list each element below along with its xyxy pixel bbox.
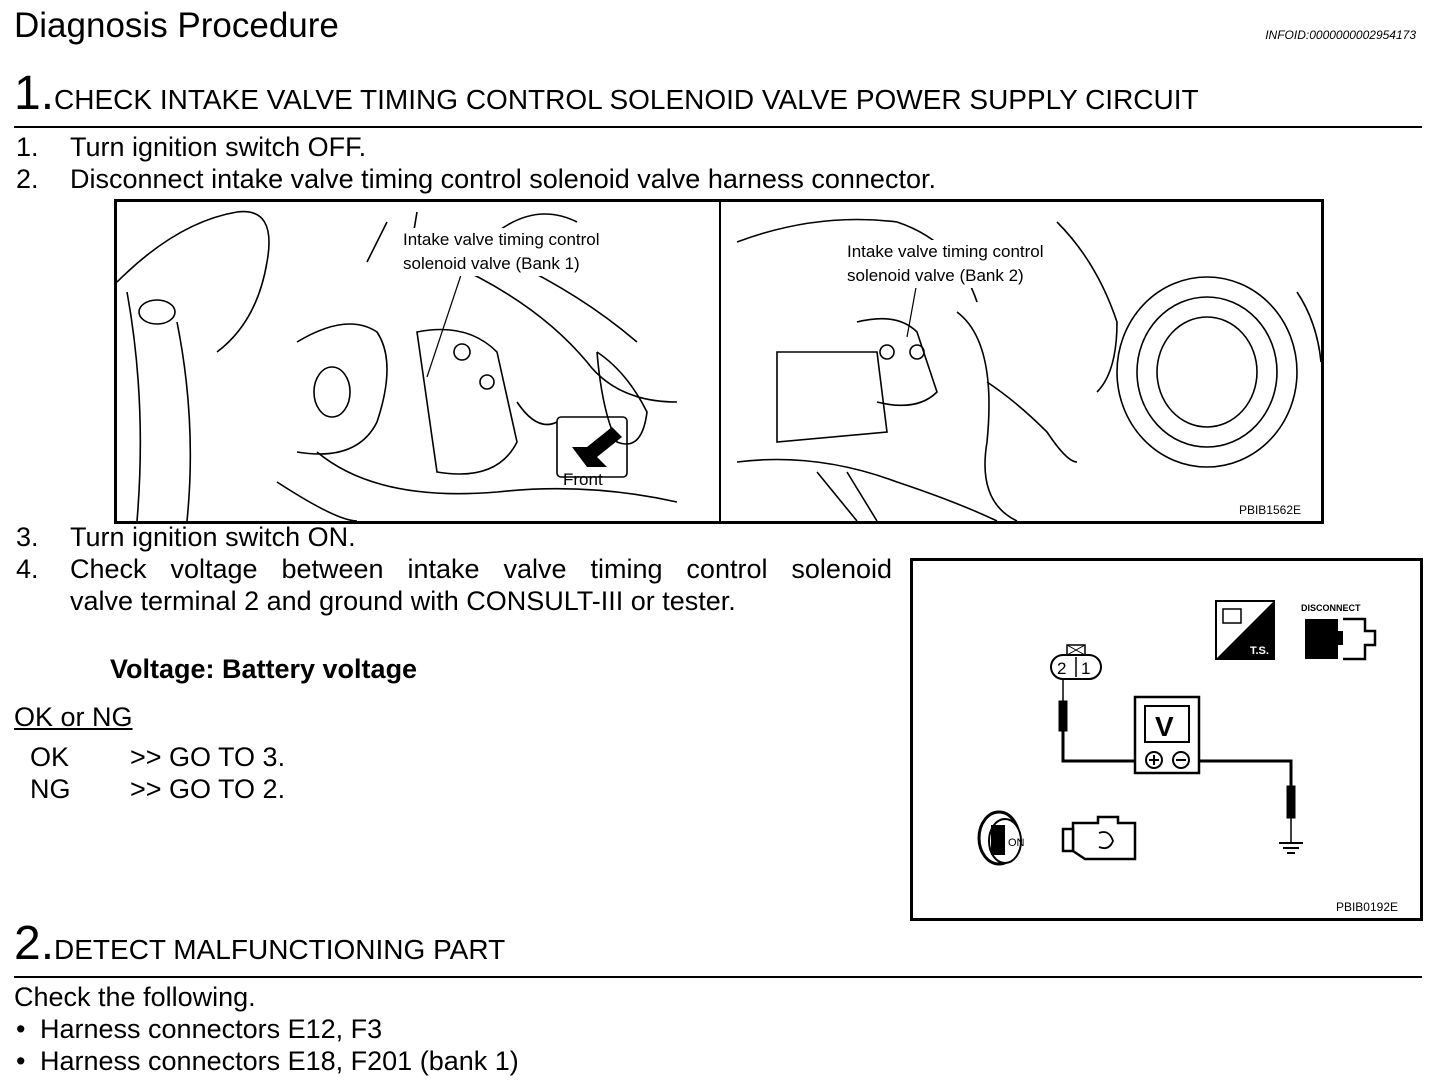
- item-4-text-line1: Check voltage between intake valve timin…: [70, 554, 892, 584]
- callout-bank1: Intake valve timing control solenoid val…: [401, 228, 602, 276]
- callout-bank2-line2: solenoid valve (Bank 2): [847, 266, 1024, 285]
- on-label: ON: [1008, 837, 1025, 849]
- divider: [14, 976, 1422, 978]
- disconnect-label: DISCONNECT: [1301, 603, 1361, 613]
- ng-label: NG: [30, 774, 71, 804]
- step-2-title: DETECT MALFUNCTIONING PART: [54, 934, 506, 965]
- disconnect-icon: DISCONNECT: [1301, 603, 1377, 661]
- ground-icon: [1279, 842, 1303, 854]
- step-1-heading: 1.CHECK INTAKE VALVE TIMING CONTROL SOLE…: [14, 66, 1199, 121]
- probe-wire: [1058, 679, 1296, 843]
- bullet-marker: •: [16, 1046, 26, 1076]
- engine-bay-figure: Intake valve timing control solenoid val…: [114, 199, 1324, 524]
- ts-label: T.S.: [1250, 645, 1269, 657]
- callout-bank1-line1: Intake valve timing control: [403, 230, 600, 249]
- step-1-number: 1.: [14, 67, 55, 120]
- bullet-item-2: Harness connectors E18, F201 (bank 1): [40, 1046, 519, 1076]
- engine-bay-illustration: [117, 202, 1321, 521]
- item-4-text-line2: valve terminal 2 and ground with CONSULT…: [70, 586, 736, 616]
- step-1-title: CHECK INTAKE VALVE TIMING CONTROL SOLENO…: [54, 84, 1199, 115]
- bullet-marker: •: [16, 1014, 26, 1044]
- callout-bank1-line2: solenoid valve (Bank 1): [403, 254, 580, 273]
- step-2-number: 2.: [14, 917, 55, 970]
- check-intro: Check the following.: [14, 982, 256, 1012]
- item-3-number: 3.: [16, 522, 39, 552]
- page-title: Diagnosis Procedure: [14, 6, 339, 45]
- callout-bank2-line1: Intake valve timing control: [847, 242, 1044, 261]
- ok-or-ng-heading: OK or NG: [14, 702, 133, 732]
- voltmeter-icon: V: [1133, 695, 1201, 775]
- ignition-key-icon: ON: [977, 810, 1025, 866]
- engine-icon: [1061, 815, 1137, 861]
- connector-icon: 2 1: [1050, 644, 1102, 680]
- ts-icon: T.S.: [1215, 600, 1275, 660]
- item-1-text: Turn ignition switch OFF.: [70, 132, 367, 162]
- terminal-1-label: 1: [1081, 659, 1090, 678]
- item-2-text: Disconnect intake valve timing control s…: [70, 164, 936, 194]
- item-3-text: Turn ignition switch ON.: [70, 522, 356, 552]
- figure-2-id: PBIB0192E: [1335, 900, 1398, 914]
- voltmeter-diagram: T.S. DISCONNECT 2 1: [977, 600, 1377, 866]
- voltmeter-figure: T.S. DISCONNECT 2 1: [910, 558, 1423, 921]
- item-2-number: 2.: [16, 164, 39, 194]
- divider: [14, 126, 1422, 128]
- ok-label: OK: [30, 742, 70, 772]
- meter-label: V: [1155, 711, 1174, 742]
- step-2-heading: 2.DETECT MALFUNCTIONING PART: [14, 916, 505, 971]
- ng-action: >> GO TO 2.: [130, 774, 286, 804]
- bullet-item-1: Harness connectors E12, F3: [40, 1014, 383, 1044]
- terminal-2-label: 2: [1057, 659, 1066, 678]
- item-4-number: 4.: [16, 554, 39, 584]
- info-id: INFOID:0000000002954173: [1265, 28, 1416, 42]
- figure-1-id: PBIB1562E: [1238, 503, 1301, 517]
- callout-bank2: Intake valve timing control solenoid val…: [845, 240, 1046, 288]
- ok-action: >> GO TO 3.: [130, 742, 286, 772]
- front-label: Front: [563, 470, 603, 489]
- front-arrow-icon: [572, 427, 622, 467]
- item-1-number: 1.: [16, 132, 39, 162]
- voltage-spec: Voltage: Battery voltage: [110, 654, 418, 684]
